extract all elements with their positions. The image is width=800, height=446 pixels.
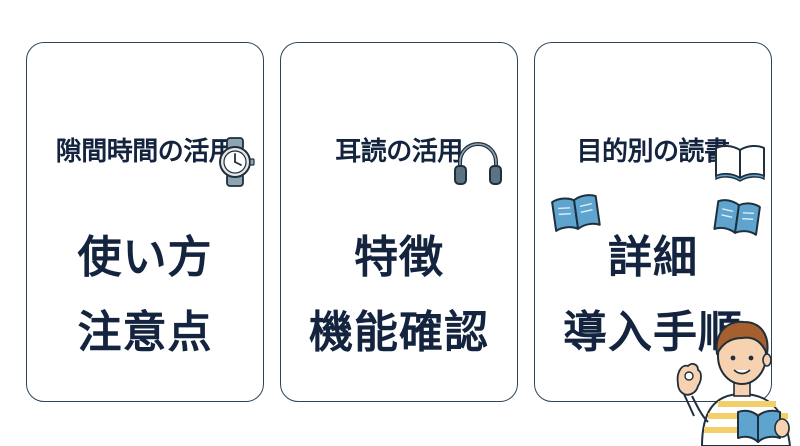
card-line-1: 詳細 <box>608 232 698 283</box>
book-icon <box>713 199 761 236</box>
card-title: 隙間時間の活用 <box>55 137 235 167</box>
wristwatch-icon <box>219 137 255 187</box>
card-title: 耳読の活用 <box>335 137 463 167</box>
card-title: 目的別の読書 <box>576 137 730 167</box>
person-reading-illustration <box>676 320 792 446</box>
card-line-2: 機能確認 <box>309 307 489 358</box>
card-line-2: 注意点 <box>77 307 213 358</box>
card-line-2: 導入手順 <box>563 307 743 358</box>
card-spare-time: 隙間時間の活用 使い方 注意点 <box>26 42 264 402</box>
headphones-icon <box>454 142 502 185</box>
card-line-1: 使い方 <box>77 232 213 283</box>
book-icon <box>551 194 601 232</box>
card-line-1: 特徴 <box>354 232 444 283</box>
book-icon <box>715 144 765 182</box>
card-audio-reading: 耳読の活用 特徴 機能確認 <box>280 42 518 402</box>
